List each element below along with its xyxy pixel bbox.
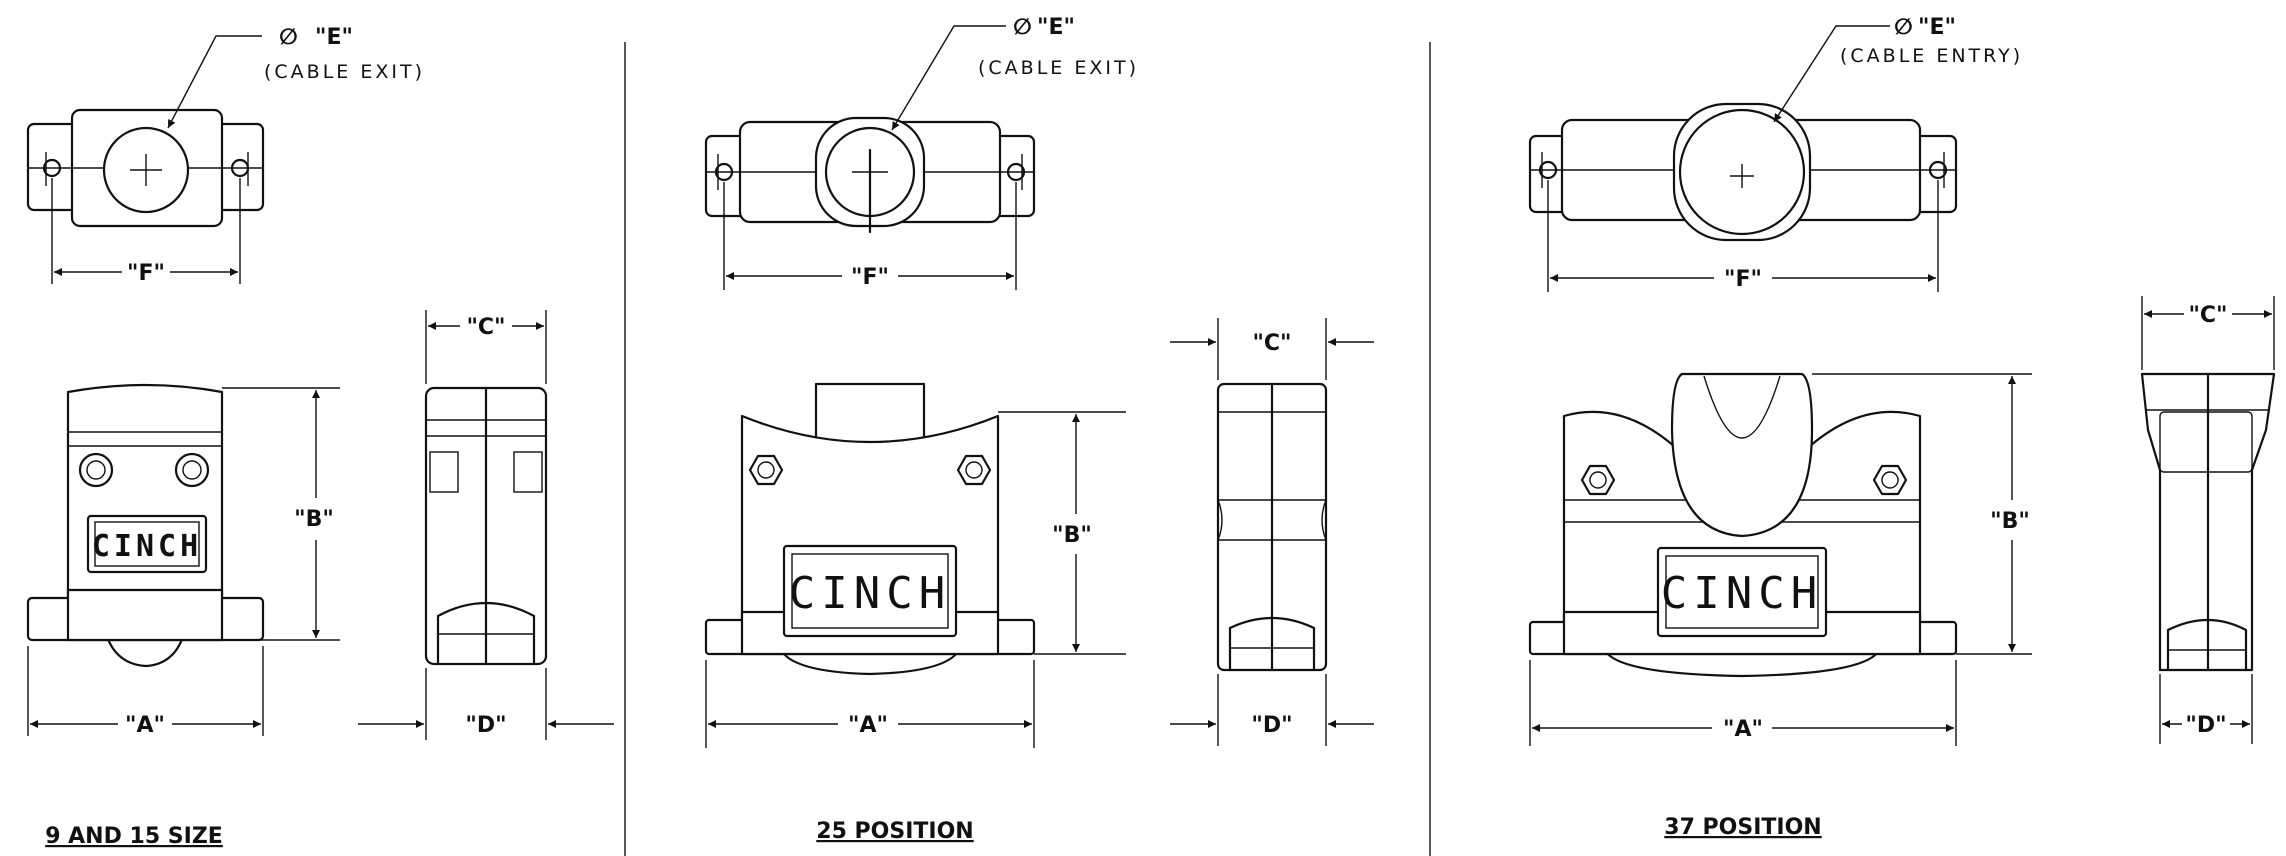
side-view: [424, 386, 548, 666]
panel-9-15-size: ∅ "E" (CABLE EXIT) "F" CINCH "B": [26, 25, 614, 849]
diameter-symbol: ∅: [279, 25, 298, 50]
panel-25-position: ∅ "E" (CABLE EXIT) "F" CINCH "B": [704, 15, 1374, 844]
side-view: [2140, 372, 2276, 672]
front-view: CINCH: [26, 383, 265, 668]
side-view: [1216, 382, 1328, 672]
front-view: CINCH: [704, 382, 1036, 676]
dim-e-label: "E": [1918, 15, 1956, 40]
cable-entry-note: (CABLE ENTRY): [1840, 45, 2023, 67]
dim-b-label: "B": [294, 507, 334, 532]
panel-caption: 25 POSITION: [816, 819, 973, 844]
diameter-symbol: ∅: [1013, 15, 1032, 40]
dim-f-label: "F": [851, 265, 889, 290]
dim-d-label: "D": [465, 713, 506, 738]
panel-caption: 9 AND 15 SIZE: [45, 824, 223, 849]
dim-a-label: "A": [848, 713, 888, 738]
top-view: [704, 116, 1036, 234]
dim-e-label: "E": [315, 25, 353, 50]
dim-f-label: "F": [127, 261, 165, 286]
front-view: CINCH: [1528, 372, 1958, 678]
dim-c-label: "C": [1252, 331, 1291, 356]
dim-f-label: "F": [1724, 267, 1762, 292]
dim-a-label: "A": [125, 713, 165, 738]
dim-e-label: "E": [1037, 15, 1075, 40]
top-view: [1528, 102, 1958, 242]
brand-plate: CINCH: [789, 568, 951, 619]
brand-plate: CINCH: [1661, 568, 1823, 619]
dim-a-label: "A": [1723, 717, 1763, 742]
dim-d-label: "D": [1251, 713, 1292, 738]
dim-c-label: "C": [2188, 303, 2227, 328]
panel-37-position: ∅ "E" (CABLE ENTRY) "F" CINCH: [1528, 15, 2276, 840]
cable-exit-note: (CABLE EXIT): [978, 57, 1139, 79]
dim-b-label: "B": [1990, 509, 2030, 534]
dim-b-label: "B": [1052, 523, 1092, 548]
panel-caption: 37 POSITION: [1664, 815, 1821, 840]
diameter-symbol: ∅: [1894, 15, 1913, 40]
dim-d-label: "D": [2185, 713, 2226, 738]
cable-exit-note: (CABLE EXIT): [264, 61, 425, 83]
dim-c-label: "C": [466, 315, 505, 340]
brand-plate: CINCH: [92, 529, 202, 564]
top-view: [26, 108, 265, 228]
